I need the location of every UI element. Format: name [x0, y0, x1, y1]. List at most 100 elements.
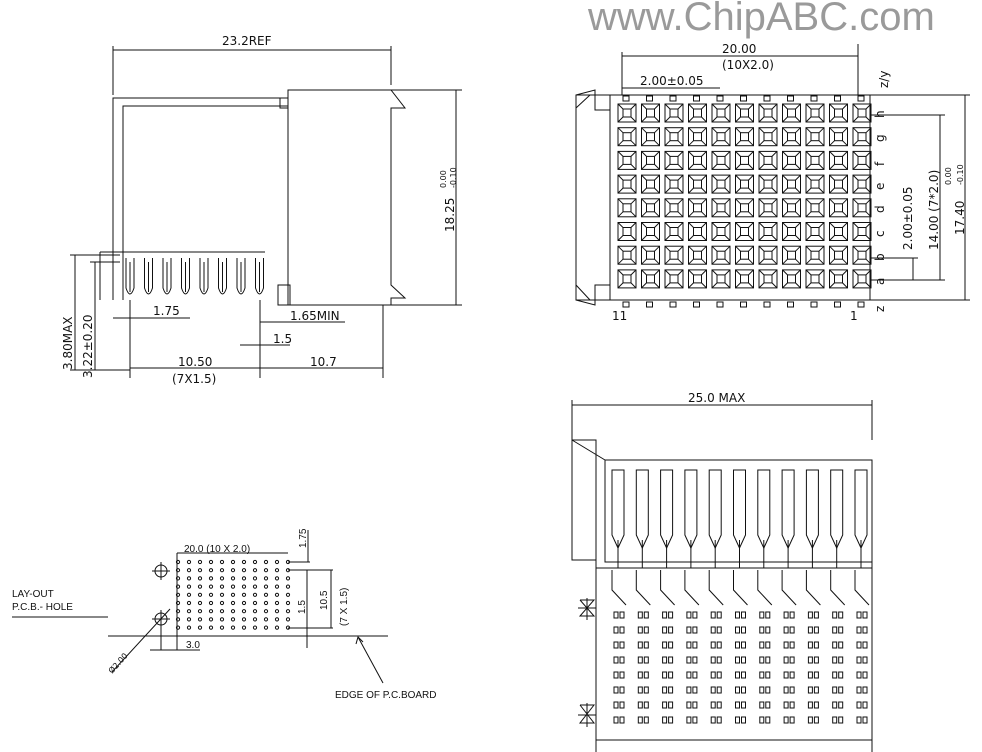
pcb-hole: [230, 568, 236, 573]
pin-pad: [857, 95, 865, 102]
pin-pad: [763, 301, 771, 308]
top-view: 20.00 (10X2.0) 2.00±0.05 2.00±0.05 14.00…: [575, 42, 970, 323]
contact-cell: [758, 174, 778, 194]
contact-cell: [829, 127, 848, 147]
pcb-hole: [274, 584, 280, 589]
contact-cell: [688, 150, 707, 170]
contact-cell: [711, 150, 731, 170]
pin-pad: [646, 95, 653, 102]
row-label: z: [873, 306, 887, 312]
top-width-dim: 20.00: [722, 42, 756, 56]
contact-cell: [735, 198, 754, 218]
pcb-hole: [252, 609, 258, 614]
hole-diameter-dim: Ø2.00: [106, 651, 130, 676]
contact-cell: [758, 103, 778, 123]
contact-cell: [641, 222, 660, 241]
front-contact: [611, 469, 627, 724]
pin-span-detail: (7X1.5): [172, 372, 216, 386]
row-pitch-dim: 2.00±0.05: [901, 187, 915, 251]
contact-cell: [805, 103, 825, 123]
pcb-hole: [197, 609, 203, 614]
pcb-hole: [285, 617, 291, 622]
pcb-hole: [263, 625, 269, 630]
contact-cell: [852, 198, 872, 218]
side-height-tol-upper: 0.00: [439, 170, 448, 188]
contact-cell: [852, 269, 872, 289]
contact-cell: [664, 222, 684, 241]
pcb-hole: [219, 576, 225, 581]
contact-cell: [805, 269, 825, 289]
pcb-hole: [175, 559, 181, 565]
contact-cell: [782, 103, 801, 123]
pcb-hole: [175, 609, 181, 614]
contact-cell: [829, 269, 848, 289]
contact-cell: [805, 245, 825, 265]
pcb-hole: [241, 609, 247, 614]
pcb-hole: [252, 576, 258, 581]
pcb-hole: [241, 625, 247, 630]
contact-cell: [805, 198, 825, 218]
contact-cell: [735, 269, 754, 289]
pin-pad: [693, 95, 700, 102]
contact-cell: [829, 174, 848, 194]
row-label: d: [873, 205, 887, 213]
front-contact: [708, 469, 724, 724]
side-pin: [255, 258, 264, 295]
pcb-hole: [186, 592, 192, 597]
pcb-hole: [219, 609, 225, 614]
pcb-hole: [285, 584, 291, 589]
pcb-hole: [274, 568, 280, 573]
pcb-hole: [175, 576, 181, 581]
pcb-hole: [208, 625, 214, 630]
pcb-hole: [285, 609, 291, 614]
pin-pad: [857, 301, 865, 308]
contact-cell: [805, 222, 825, 241]
pin-pad: [763, 95, 771, 102]
pcb-hole: [274, 559, 280, 565]
contact-cell: [688, 103, 707, 123]
pcb-hole: [263, 584, 269, 589]
layout-row-span-detail: (7 X 1.5): [339, 588, 350, 626]
pcb-hole: [219, 625, 225, 630]
contact-cell: [688, 198, 707, 218]
contact-cell: [641, 150, 660, 170]
side-offset-dim: 3.0: [186, 640, 200, 651]
pcb-hole: [241, 559, 247, 565]
pin-pad: [669, 95, 677, 102]
contact-cell: [758, 127, 778, 147]
pcb-hole: [230, 617, 236, 622]
pcb-hole: [274, 625, 280, 630]
pcb-hole: [230, 584, 236, 589]
pcb-hole: [263, 559, 269, 565]
pcb-hole: [208, 576, 214, 581]
top-width-detail: (10X2.0): [722, 58, 774, 72]
pcb-hole: [274, 576, 280, 581]
contact-cell: [758, 269, 778, 289]
contact-cell: [641, 198, 660, 218]
side-pin: [218, 258, 227, 295]
contact-cell: [782, 245, 801, 265]
contact-cell: [735, 103, 754, 123]
contact-cell: [782, 198, 801, 218]
pcb-hole: [197, 568, 203, 573]
pin-span-dim: 10.50: [178, 355, 212, 369]
contact-cell: [664, 103, 684, 123]
pitch-dim: 1.5: [273, 332, 292, 346]
pin-pad: [669, 301, 677, 308]
latch-icon-upper: [578, 598, 596, 620]
side-length-dim: 23.2REF: [222, 34, 272, 48]
pcb-hole: [230, 559, 236, 565]
contact-cell: [711, 245, 731, 265]
pcb-hole: [219, 617, 225, 622]
contact-cell: [852, 245, 872, 265]
side-pin: [236, 258, 246, 295]
contact-cell: [617, 103, 637, 123]
front-contact: [660, 469, 675, 724]
top-offset-dim: 1.75: [298, 528, 309, 548]
edge-label: EDGE OF P.C.BOARD: [335, 690, 437, 701]
layout-subtitle: P.C.B.- HOLE: [12, 602, 73, 613]
layout-width-dim: 20.0 (10 X 2.0): [184, 544, 250, 555]
pcb-hole: [197, 592, 203, 597]
